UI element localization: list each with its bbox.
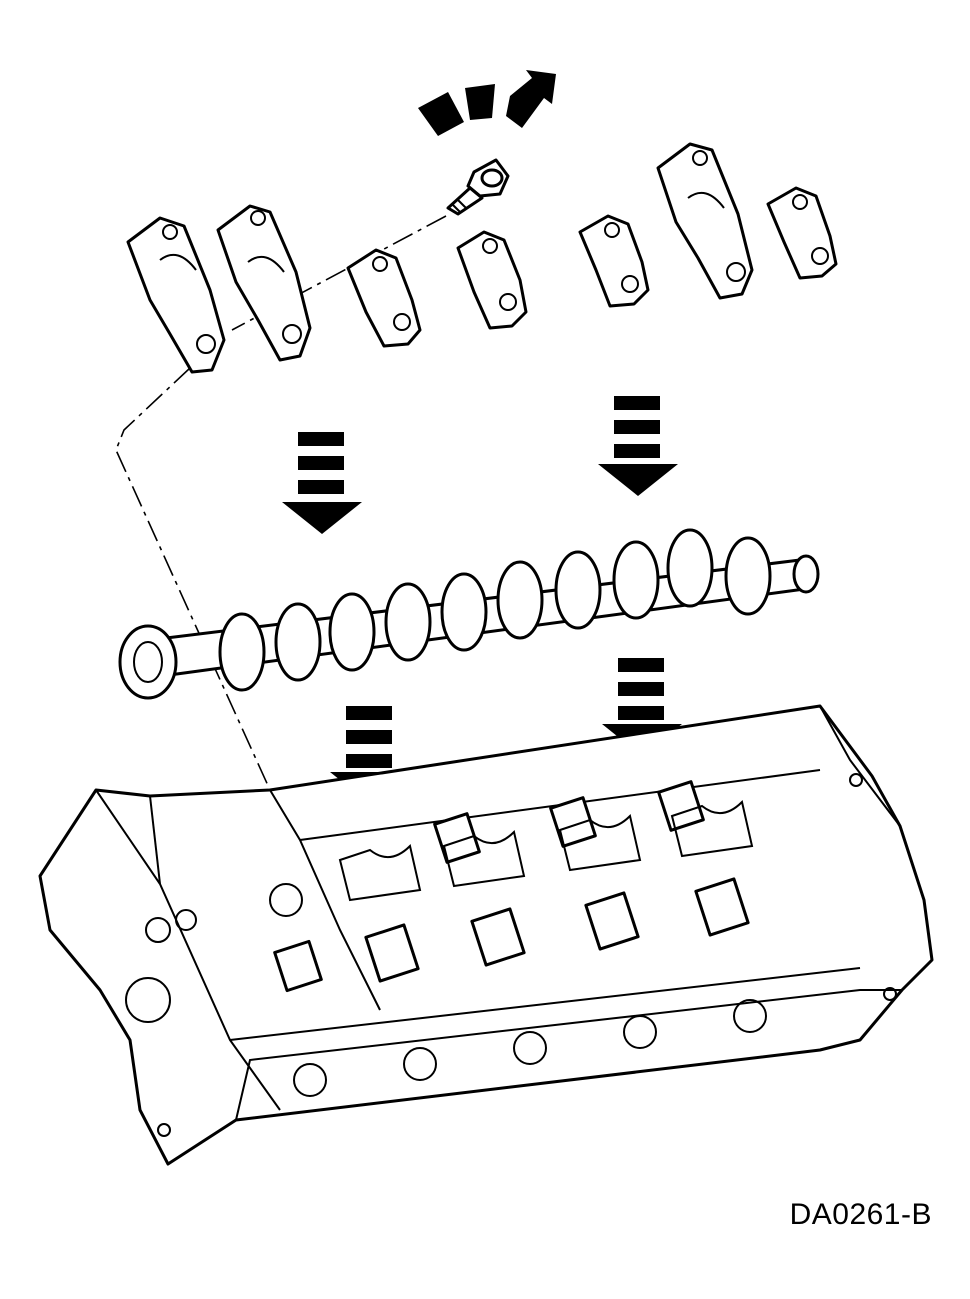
valve-springs — [273, 780, 750, 993]
cam-journals — [338, 800, 754, 902]
port-holes — [125, 773, 897, 1137]
down-arrow-icon-upper-right — [598, 396, 678, 496]
figure-code: DA0261-B — [789, 1198, 932, 1231]
bearing-cap-5 — [578, 214, 650, 308]
bearing-cap-2 — [216, 204, 312, 362]
camshaft — [118, 528, 820, 700]
bearing-cap-6 — [656, 142, 754, 300]
bearing-cap-3 — [346, 248, 422, 348]
bearing-cap-7 — [766, 186, 838, 280]
tighten-indicator-icon — [418, 70, 556, 136]
bearing-cap-4 — [456, 230, 528, 330]
down-arrow-icon-upper-left — [282, 432, 362, 534]
bolt-icon — [446, 158, 510, 216]
bearing-cap-1 — [126, 216, 226, 374]
